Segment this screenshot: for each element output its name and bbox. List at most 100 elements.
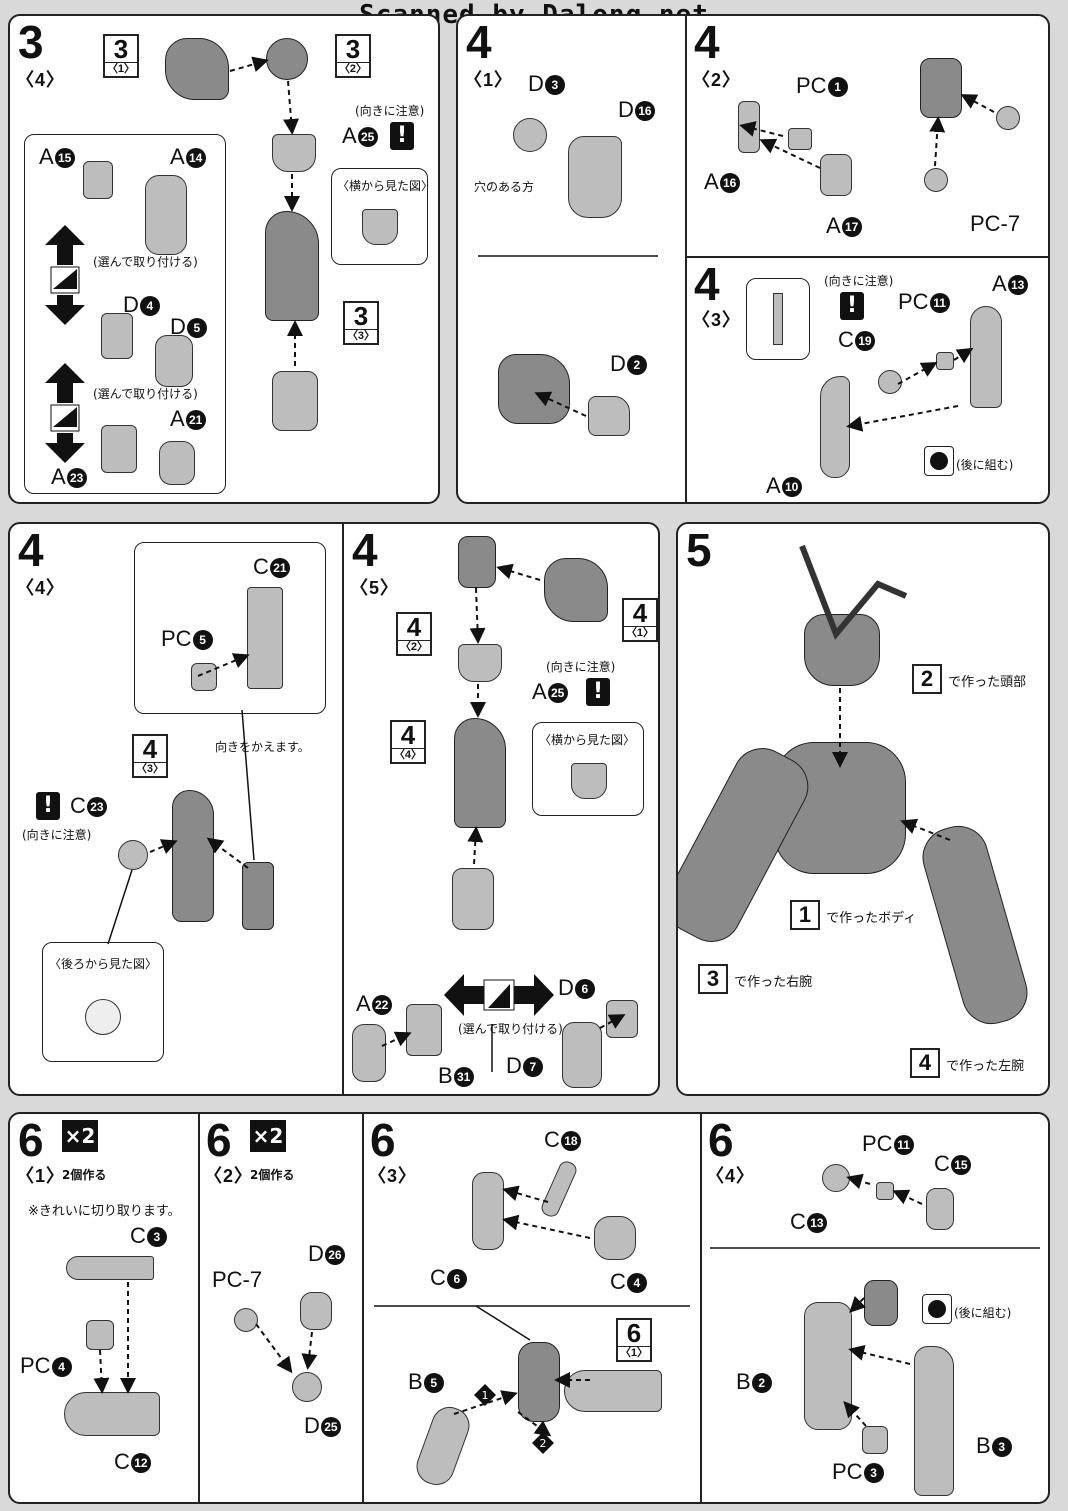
joint-part [926, 1188, 954, 1230]
poly-cap-part [191, 663, 217, 691]
times-two-badge: ×2 [62, 1120, 98, 1152]
warning-icon: ! [586, 678, 610, 706]
frame-part [472, 1172, 504, 1250]
side-view-label: 〈横から見た図〉 [539, 733, 636, 747]
poly-cap-part [862, 1426, 888, 1454]
order-marker-2: 2 [532, 1432, 554, 1454]
ankle-part [292, 1372, 322, 1402]
step-ref-box: 3〈1〉 [103, 34, 139, 78]
armor-plate-part [594, 1216, 636, 1260]
back-view-callout: 〈後ろから見た図〉 [42, 942, 164, 1062]
step-number: 4 [466, 16, 492, 68]
joint-part [300, 1292, 332, 1330]
substep-label: 〈4〉 [16, 70, 66, 90]
orientation-callout [746, 278, 810, 360]
caution-note: (向きに注意) [824, 274, 894, 288]
choose-arrows-icon [444, 974, 554, 1016]
side-view-callout: 〈横から見た図〉 [532, 722, 644, 816]
substep-label: 〈1〉 [16, 1166, 66, 1186]
hand-part [159, 441, 195, 485]
part-label: PC-7 [212, 1267, 263, 1292]
choose-note: (選んで取り付ける) [93, 387, 198, 401]
foot-base-part [64, 1392, 160, 1436]
poly-ball-part [924, 168, 948, 192]
side-view-part [571, 763, 607, 799]
substep-label: 〈4〉 [16, 578, 66, 598]
substep-label: 〈1〉 [464, 70, 514, 90]
step-number: 4 [694, 16, 720, 68]
svg-text:1: 1 [482, 1389, 489, 1402]
armor-plate-part [588, 396, 630, 436]
ring-part [822, 1164, 850, 1192]
substep-label: 〈2〉 [692, 70, 742, 90]
turn-note: 向きをかえます。 [215, 740, 310, 754]
step-ref-box: 3〈3〉 [343, 301, 379, 345]
make-two-note: 2個作る [250, 1168, 295, 1182]
step-ref-box: 3〈2〉 [335, 34, 371, 78]
substep-label: 〈2〉 [204, 1166, 254, 1186]
times-two-badge: ×2 [250, 1120, 286, 1152]
assembly-arrows [832, 688, 951, 841]
substep-label: 〈3〉 [692, 310, 742, 330]
substep-label: 〈5〉 [350, 578, 400, 598]
hand-part [155, 335, 193, 387]
assembled-joint-part [920, 58, 962, 118]
hand-part [352, 1024, 386, 1082]
poly-cap-part [788, 128, 812, 150]
side-view-callout: 〈横から見た図〉 [331, 168, 433, 265]
assembly-arrows [478, 94, 995, 432]
hand-guard-part [406, 1004, 442, 1056]
step-number: 4 [694, 258, 720, 310]
foot-base-part [564, 1370, 662, 1412]
step5-panel: 5 2 で作った頭部 1 で作ったボディ 3 で作った右腕 4 で作った左腕 [676, 522, 1050, 1096]
assembly-arrows [107, 563, 626, 1072]
svg-text:2: 2 [540, 1437, 547, 1450]
choose-note: (選んで取り付ける) [93, 255, 198, 269]
joint-part [458, 536, 496, 588]
hand-guard-part [83, 161, 113, 199]
assemble-later-icon [924, 446, 954, 476]
substep-label: 〈4〉 [706, 1166, 756, 1186]
step-ref-box: 4〈1〉 [622, 598, 658, 642]
leg-armor-part [914, 1346, 954, 1496]
order-marker-1: 1 [474, 1384, 496, 1406]
joint-part [266, 38, 308, 80]
poly-cap-part [86, 1320, 114, 1350]
caution-note: (向きに注意) [22, 828, 92, 842]
armor-part [498, 354, 570, 424]
substep-label: 〈3〉 [368, 1166, 418, 1186]
ring-part [513, 118, 547, 152]
hand-guard-part [242, 862, 274, 930]
choose-arrows-icon [45, 363, 85, 463]
right-arm-ref: 3 で作った右腕 [698, 964, 812, 995]
assembled-foot-part [518, 1342, 560, 1422]
step-number: 6 [206, 1114, 232, 1166]
hand-part [145, 175, 187, 255]
elbow-part [452, 868, 494, 930]
forearm-part [172, 790, 214, 922]
side-view-part [362, 209, 398, 245]
step-number: 6 [18, 1114, 44, 1166]
warning-icon: ! [36, 792, 60, 820]
